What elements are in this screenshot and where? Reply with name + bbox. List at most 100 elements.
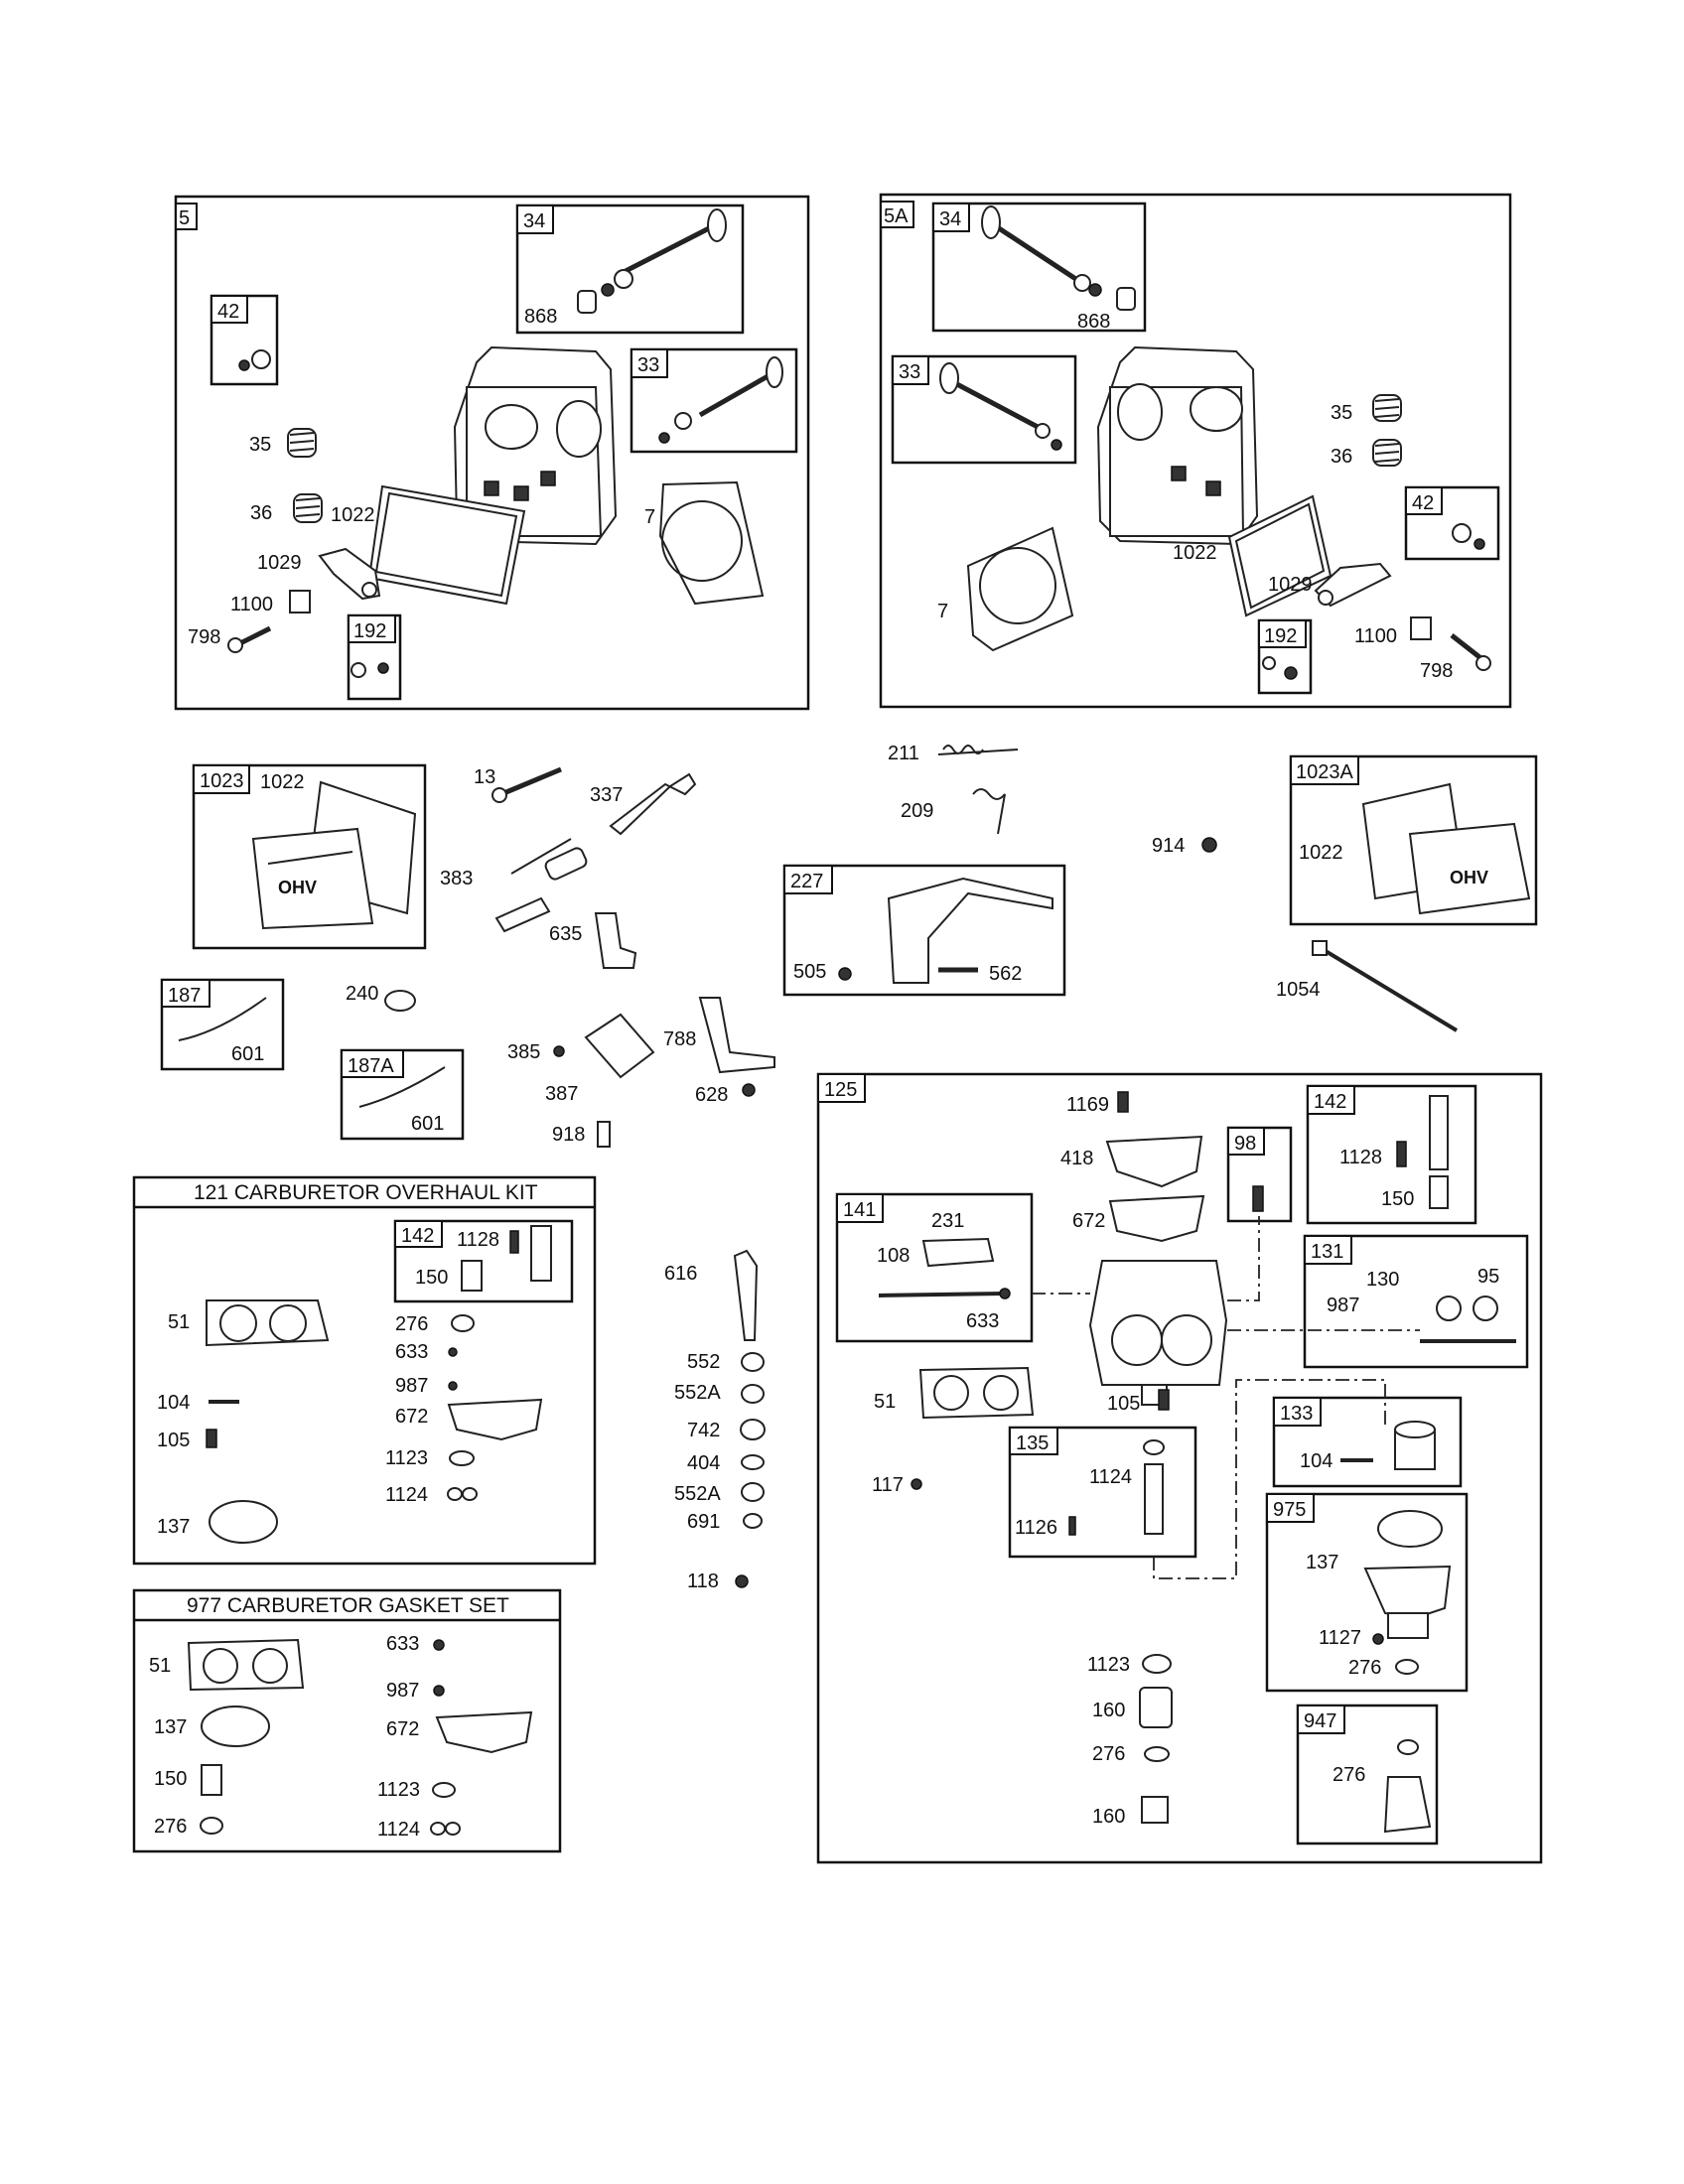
kit-title: 121 CARBURETOR OVERHAUL KIT [194,1181,538,1204]
part-label-137: 137 [1306,1552,1338,1573]
breather-parts: 187 601 240 187A 601 385 387 788 628 918 [160,978,775,1148]
part-label-211: 211 [888,743,919,764]
tag-133: 133 [1280,1403,1313,1425]
part-label-51: 51 [149,1655,171,1677]
tag-187: 187 [168,985,201,1007]
part-label-385: 385 [507,1041,540,1063]
part-label-633: 633 [966,1310,999,1332]
part-label-562: 562 [989,963,1022,985]
part-label-276: 276 [1348,1657,1381,1679]
part-label-914: 914 [1152,835,1185,857]
part-label-105: 105 [1107,1393,1140,1415]
part-label-601: 601 [231,1043,264,1065]
tag-42: 42 [1412,492,1434,514]
part-label-1054: 1054 [1276,979,1321,1001]
part-label-150: 150 [415,1267,448,1289]
part-label-36: 36 [1331,446,1352,468]
part-label-1029: 1029 [257,552,302,574]
part-label-1126: 1126 [1015,1517,1057,1539]
middle-column-parts: 616 552 552A 742 404 552A 691 118 [664,1249,766,1592]
part-label-633: 633 [386,1633,419,1655]
part-label-601: 601 [411,1113,444,1135]
group-tag: 5 [179,207,190,229]
tag-192: 192 [1264,625,1297,647]
part-label-1022: 1022 [1299,842,1343,864]
group-5: 5 34 868 42 33 35 36 [174,195,810,711]
cover-logo: OHV [1450,868,1488,887]
group-125: 125 1169 142 1128 150 418 98 672 141 231… [816,1072,1543,1864]
part-label-1169: 1169 [1066,1094,1109,1116]
part-label-150: 150 [154,1768,187,1790]
kit-977: 977 CARBURETOR GASKET SET 51 633 137 987… [132,1588,562,1853]
part-label-628: 628 [695,1084,728,1106]
part-label-1100: 1100 [1354,625,1397,647]
part-label-1123: 1123 [377,1779,420,1801]
part-label-209: 209 [901,800,933,822]
part-label-337: 337 [590,784,623,806]
part-label-7: 7 [937,601,948,622]
part-label-1128: 1128 [457,1229,499,1251]
part-label-868: 868 [1077,311,1110,333]
tag-135: 135 [1016,1433,1049,1454]
part-label-35: 35 [1331,402,1352,424]
part-label-1022: 1022 [1173,542,1217,564]
part-label-633: 633 [395,1341,428,1363]
part-label-7: 7 [644,506,655,528]
part-label-160: 160 [1092,1700,1125,1721]
part-label-868: 868 [524,306,557,328]
part-label-672: 672 [395,1406,428,1428]
part-label-1022: 1022 [331,504,375,526]
part-label-104: 104 [1300,1450,1333,1472]
cylinder-head [1096,345,1259,546]
bracket-227: 227 505 562 [782,864,1066,997]
part-label-987: 987 [1327,1295,1359,1316]
tag-227: 227 [790,871,823,892]
tag-142: 142 [401,1225,434,1247]
part-label-742: 742 [687,1420,720,1441]
part-label-276: 276 [1092,1743,1125,1765]
middle-parts: 13 337 383 635 211 209 914 [440,743,1217,969]
part-label-1022: 1022 [260,771,305,793]
part-label-105: 105 [157,1430,190,1451]
part-label-672: 672 [1072,1210,1105,1232]
tag-141: 141 [843,1199,876,1221]
part-label-95: 95 [1477,1266,1499,1288]
part-label-404: 404 [687,1452,720,1474]
part-label-798: 798 [188,626,220,648]
group-tag: 125 [824,1079,857,1101]
tag-1023A: 1023A [1296,761,1353,783]
group-tag: 5A [884,205,909,227]
part-label-130: 130 [1366,1269,1399,1291]
part-label-1128: 1128 [1339,1147,1382,1168]
part-label-137: 137 [157,1516,190,1538]
part-label-1100: 1100 [230,594,273,615]
valve-cover-1023A: 1023A 1022 OHV [1289,754,1538,926]
part-label-231: 231 [931,1210,964,1232]
carburetor-body [1088,1260,1228,1406]
part-label-276: 276 [1333,1764,1365,1786]
part-label-276: 276 [154,1816,187,1838]
tag-34: 34 [523,210,545,232]
part-label-150: 150 [1381,1188,1414,1210]
part-label-1127: 1127 [1319,1627,1361,1649]
part-label-36: 36 [250,502,272,524]
part-label-160: 160 [1092,1806,1125,1828]
part-label-1124: 1124 [377,1819,420,1841]
tag-192: 192 [353,620,386,642]
tag-975: 975 [1273,1499,1306,1521]
tag-42: 42 [217,301,239,323]
tag-187A: 187A [348,1055,394,1077]
cylinder-head [453,345,618,546]
part-label-691: 691 [687,1511,720,1533]
tag-131: 131 [1311,1241,1343,1263]
tag-33: 33 [637,354,659,376]
cable-tie-1054: 1054 [1276,940,1459,1032]
part-label-117: 117 [872,1474,904,1496]
tag-34: 34 [939,208,961,230]
part-label-1123: 1123 [1087,1654,1130,1676]
part-label-13: 13 [474,766,495,788]
part-label-505: 505 [793,961,826,983]
part-label-104: 104 [157,1392,190,1414]
part-label-51: 51 [168,1311,190,1333]
